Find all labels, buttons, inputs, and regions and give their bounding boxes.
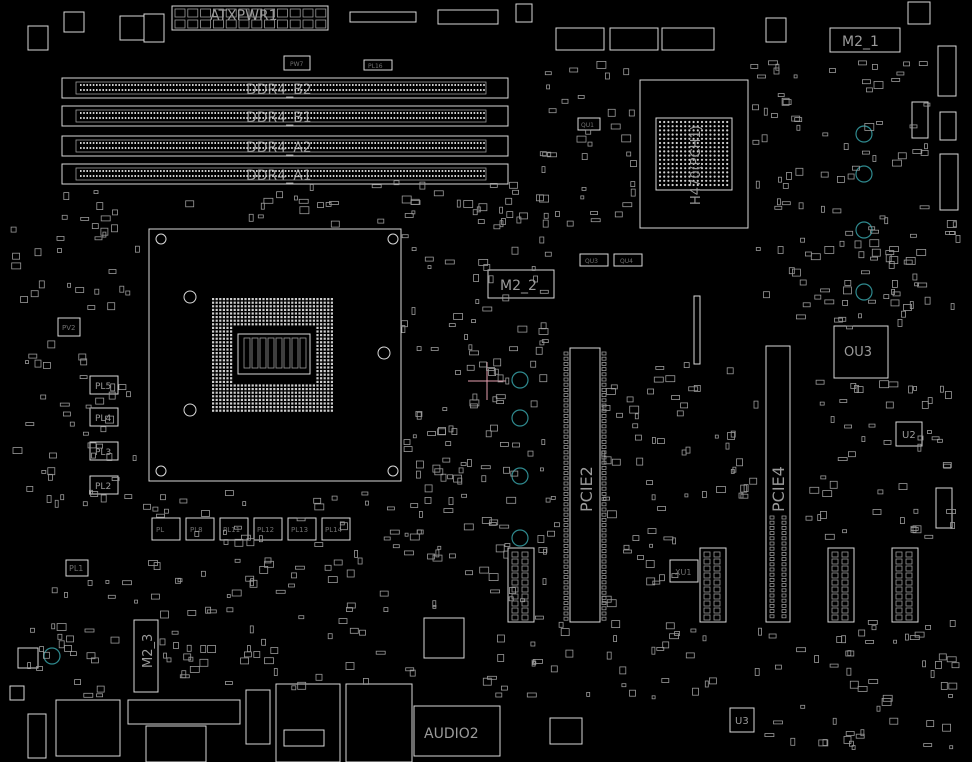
pl13-label: PL13 (291, 526, 308, 534)
pl2-label: PL2 (95, 482, 111, 492)
xu1-crystal: XU1 (669, 559, 699, 583)
ddr4-slot-a2[interactable]: DDR4_A2 (61, 135, 509, 157)
qu1-label: QU1 (581, 122, 594, 129)
pl8-label: PL8 (190, 526, 203, 534)
pcie2-label: PCIE2 (577, 466, 596, 512)
cursor-crosshair (468, 362, 506, 400)
pl14-label: PL14 (325, 526, 343, 534)
lower-right-headers (507, 487, 953, 623)
ou3-label: OU3 (844, 345, 872, 360)
mosfet-group: QU1 QU3 QU4 (577, 117, 643, 267)
pl4-label: PL4 (95, 414, 111, 424)
pch-chip[interactable]: H470(PCH1) (639, 79, 749, 229)
pl3-label: PL3 (95, 448, 111, 458)
pl1-label: PL1 (69, 564, 83, 573)
bottom-mid-chip (549, 717, 583, 745)
ddr4-slot-b1[interactable]: DDR4_B1 (61, 105, 509, 127)
top-right-connectors (555, 1, 959, 211)
u2-label: U2 (902, 430, 916, 441)
pl11-label: PL11 (223, 526, 240, 534)
pl12-label: PL12 (257, 526, 274, 534)
ou3-chip: OU3 (833, 325, 889, 379)
pl5-label: PL5 (95, 382, 111, 392)
m2-2-slot[interactable]: M2_2 (487, 269, 555, 299)
m2-1-slot[interactable]: M2_1 (829, 27, 901, 53)
bottom-io (9, 647, 413, 762)
u3-chip: U3 (729, 707, 755, 733)
ddr4-slot-b2[interactable]: DDR4_B2 (61, 77, 509, 99)
m2-3-label: M2_3 (141, 634, 156, 668)
inductor-row: PL PL8 PL11 PL12 PL13 PL14 (151, 517, 351, 541)
atx-power-connector[interactable]: ATXPWR1 (171, 5, 329, 31)
u2-chip: U2 (895, 421, 923, 447)
cpu-socket[interactable] (148, 228, 402, 482)
pch-label: H470(PCH1) (689, 125, 704, 205)
audio2-connector[interactable]: AUDIO2 (413, 705, 501, 757)
top-header-row: PW7 PL16 (27, 3, 533, 71)
ddr4-slot-a1[interactable]: DDR4_A1 (61, 163, 509, 185)
audio2-label: AUDIO2 (424, 726, 479, 742)
atx-power-label: ATXPWR1 (210, 8, 278, 24)
qu3-label: QU3 (585, 258, 598, 265)
svg-text:PL16: PL16 (368, 63, 383, 70)
m2-2-label: M2_2 (500, 278, 537, 294)
smd-components (10, 60, 961, 750)
pcie4-label: PCIE4 (769, 466, 788, 512)
xu1-label: XU1 (675, 568, 691, 577)
pv2-label: PV2 (62, 324, 75, 332)
m2-3-slot[interactable]: M2_3 (133, 619, 159, 693)
vrm-left: PV2 PL5 PL4 PL3 PL2 PL1 (57, 317, 119, 577)
qu4-label: QU4 (620, 258, 633, 265)
svg-text:PW7: PW7 (290, 61, 304, 68)
pcie2-slot[interactable]: PCIE2 (563, 347, 607, 623)
pcie4-slot[interactable]: PCIE4 (765, 345, 791, 623)
center-bottom-chip (423, 617, 465, 659)
u3-label: U3 (735, 716, 749, 727)
m2-1-label: M2_1 (842, 34, 879, 50)
svg-text:PL: PL (156, 526, 164, 534)
